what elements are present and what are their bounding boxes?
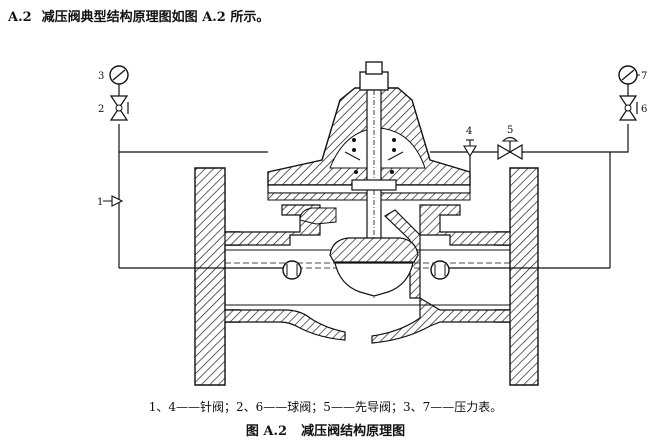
needle-valve-4 bbox=[463, 139, 477, 158]
body-lower-right bbox=[371, 296, 511, 344]
body-lower-left bbox=[224, 309, 346, 341]
body-upper-right bbox=[419, 204, 511, 246]
outlet-port bbox=[430, 260, 450, 280]
pressure-gauge-7 bbox=[618, 65, 638, 96]
label-5: 5 bbox=[507, 125, 513, 136]
bonnet bbox=[267, 61, 471, 300]
pipe-ports bbox=[282, 260, 450, 280]
label-7: 7 bbox=[641, 71, 647, 82]
section-number: A.2 bbox=[8, 10, 32, 25]
partition-wall bbox=[384, 209, 421, 299]
section-heading: A.2 减压阀典型结构原理图如图 A.2 所示。 bbox=[8, 6, 269, 25]
adjust-cap bbox=[359, 71, 389, 91]
valve-body bbox=[194, 167, 539, 386]
ball-valve-2 bbox=[109, 95, 129, 121]
ball-valve-6 bbox=[618, 95, 638, 121]
figure-caption: 图 A.2 减压阀结构原理图 bbox=[0, 420, 651, 439]
label-4: 4 bbox=[466, 126, 472, 137]
section-text: 减压阀典型结构原理图如图 A.2 所示。 bbox=[41, 10, 270, 25]
label-3: 3 bbox=[98, 71, 104, 82]
label-2: 2 bbox=[98, 104, 104, 115]
pilot-valve-5 bbox=[497, 136, 523, 161]
figure-number: 图 A.2 bbox=[245, 424, 288, 439]
label-1: 1 bbox=[97, 197, 103, 208]
left-flange bbox=[194, 167, 241, 386]
needle-valve-1 bbox=[111, 195, 124, 207]
right-flange bbox=[494, 167, 539, 386]
inlet-port bbox=[282, 260, 302, 280]
callout-labels: 3 2 1 4 5 7 6 bbox=[97, 71, 647, 208]
body-upper-left bbox=[224, 204, 321, 246]
figure-legend: 1、4——针阀；2、6——球阀；5——先导阀；3、7——压力表。 bbox=[148, 400, 503, 414]
valve-disc bbox=[299, 207, 419, 297]
pressure-gauge-3 bbox=[109, 65, 129, 96]
label-6: 6 bbox=[641, 104, 647, 115]
figure-title: 减压阀结构原理图 bbox=[301, 424, 406, 439]
